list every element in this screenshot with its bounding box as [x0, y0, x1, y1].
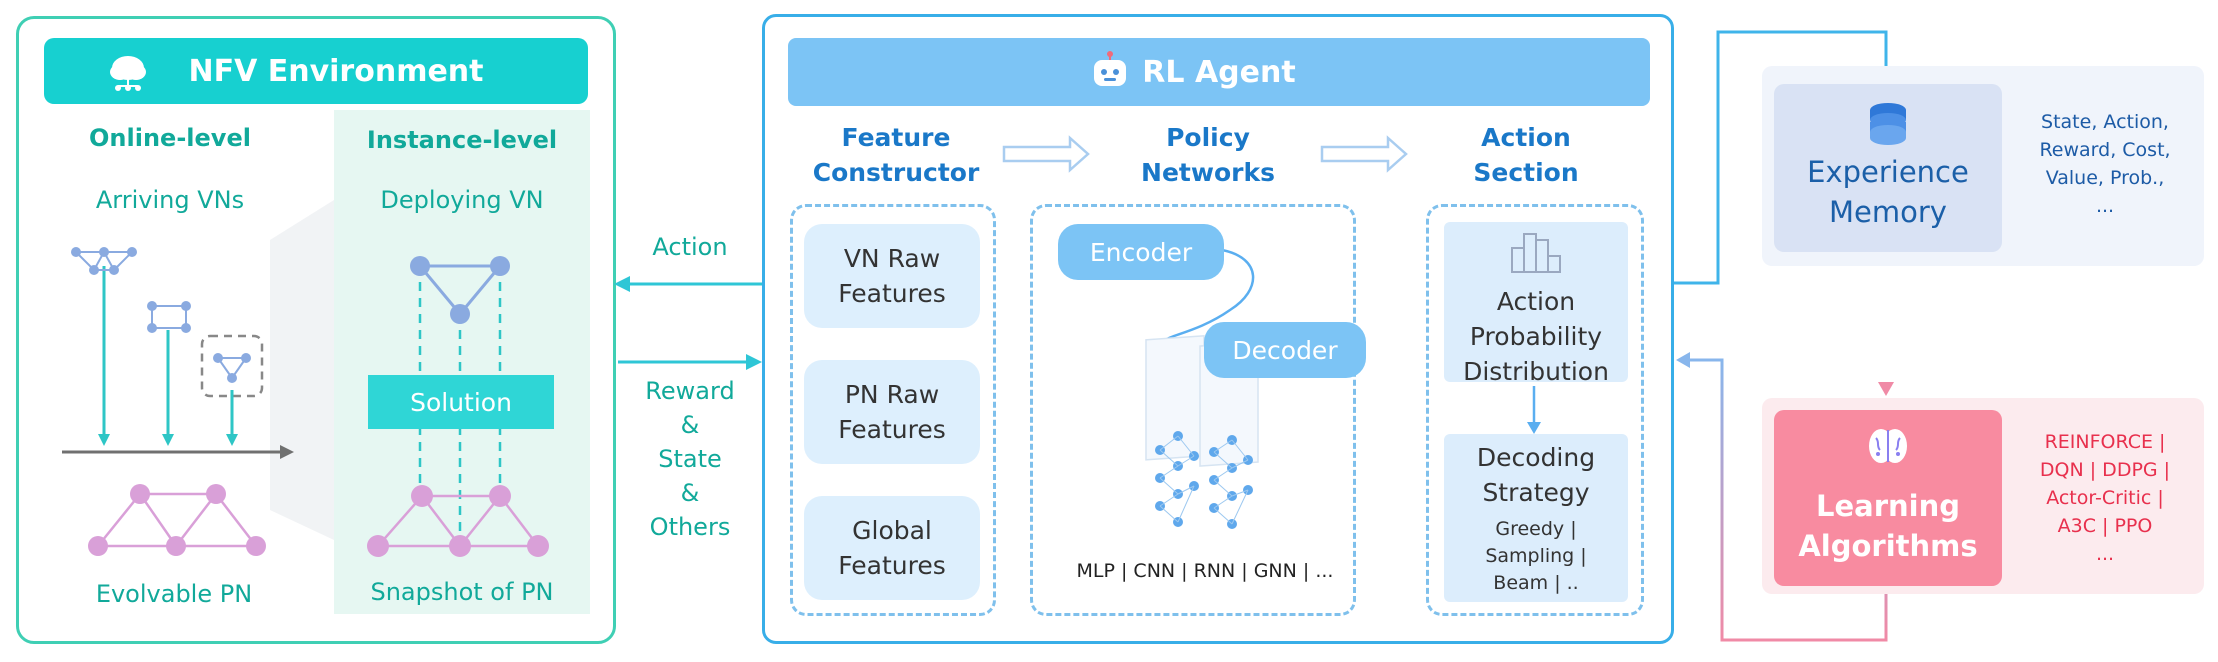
decoder-block: Decoder — [1204, 322, 1366, 378]
learning-title-line-1: Learning — [1815, 489, 1960, 523]
solution-bar: Solution — [368, 375, 554, 429]
snapshot-pn-graph — [367, 485, 549, 557]
learning-algorithm-list: REINFORCE | DQN | DDPG | Actor-Critic | … — [2010, 428, 2200, 568]
algorithm-item: REINFORCE | — [2044, 431, 2166, 453]
encoder-block: Encoder — [1058, 224, 1224, 280]
timeline-arrowhead — [280, 445, 294, 459]
network-types-label: MLP | CNN | RNN | GNN | ... — [1076, 560, 1334, 582]
action-prob-line-1: Action — [1496, 287, 1576, 316]
learning-algorithms-box: Learning Algorithms — [1774, 410, 2002, 586]
algorithm-item: ... — [2095, 543, 2115, 565]
snapshot-pn-label: Snapshot of PN — [370, 578, 554, 606]
experience-memory-box: Experience Memory — [1774, 84, 2002, 252]
nfv-environment-panel — [16, 16, 616, 644]
instance-level-background — [334, 110, 590, 614]
learning-title-line-2: Algorithms — [1798, 529, 1978, 563]
action-prob-line-3: Distribution — [1463, 357, 1609, 386]
ampersand-label-2: & — [680, 479, 700, 507]
algorithm-item: A3C | PPO — [2057, 515, 2153, 537]
memory-item: Reward, Cost, — [2039, 139, 2171, 161]
decoding-option-sampling: Sampling | — [1485, 545, 1587, 567]
memory-contents: State, Action, Reward, Cost, Value, Prob… — [2010, 108, 2200, 220]
online-level-label: Online-level — [89, 124, 251, 152]
evolvable-pn-graph — [88, 484, 266, 556]
state-label: State — [658, 445, 722, 473]
action-label: Action — [652, 233, 728, 261]
nfv-title-text: NFV Environment — [188, 53, 484, 89]
memory-to-learning-arrowhead — [1878, 382, 1894, 396]
others-label: Others — [649, 513, 731, 541]
arriving-vns-label: Arriving VNs — [95, 186, 245, 214]
decoding-option-beam: Beam | .. — [1493, 572, 1579, 594]
decoding-strategy-box: Decoding Strategy Greedy | Sampling | Be… — [1444, 434, 1628, 602]
robot-icon — [1090, 50, 1130, 100]
brain-icon — [1866, 424, 1910, 478]
algorithm-item: DQN | DDPG | — [2039, 459, 2171, 481]
arrow-feature-to-policy — [1002, 135, 1090, 173]
reward-label: Reward — [645, 377, 735, 405]
ampersand-label-1: & — [680, 411, 700, 439]
arriving-vn-1 — [71, 247, 137, 446]
memory-title-line-1: Experience — [1807, 155, 1969, 189]
zoom-funnel-shape — [270, 200, 334, 540]
database-icon — [1868, 102, 1908, 156]
instance-level-label: Instance-level — [366, 126, 558, 154]
bar-chart-icon — [1506, 228, 1566, 283]
memory-title-line-2: Memory — [1829, 195, 1947, 229]
memory-item: ... — [2095, 195, 2115, 217]
deploying-vn-label: Deploying VN — [380, 186, 544, 214]
cloud-network-icon — [106, 50, 150, 100]
arriving-vn-3 — [200, 334, 264, 446]
memory-item: Value, Prob., — [2045, 167, 2165, 189]
action-arrowhead — [614, 276, 630, 292]
evolvable-pn-label: Evolvable PN — [95, 580, 253, 608]
decoding-line-1: Decoding — [1476, 443, 1596, 472]
reward-arrowhead — [746, 354, 762, 370]
action-probability-box: Action Probability Distribution — [1444, 222, 1628, 386]
rl-agent-panel — [762, 14, 1674, 644]
agent-to-memory-connector — [1674, 30, 1888, 285]
arriving-vn-2 — [147, 301, 191, 446]
learning-to-agent-connector — [1688, 358, 1888, 642]
nfv-environment-title: NFV Environment — [44, 38, 588, 104]
algorithm-item: Actor-Critic | — [2046, 487, 2164, 509]
learning-to-agent-arrowhead — [1676, 352, 1690, 368]
decoding-line-2: Strategy — [1482, 478, 1590, 507]
feature-constructor-box — [790, 204, 996, 616]
arrow-policy-to-action — [1320, 135, 1408, 173]
prob-to-decoding-arrowhead — [1527, 422, 1541, 434]
decoding-option-greedy: Greedy | — [1495, 518, 1577, 540]
policy-networks-box — [1030, 204, 1356, 616]
rl-agent-title: RL Agent — [788, 38, 1650, 106]
action-prob-line-2: Probability — [1469, 322, 1603, 351]
rl-agent-title-text: RL Agent — [1142, 54, 1296, 90]
memory-item: State, Action, — [2041, 111, 2169, 133]
action-section-box — [1426, 204, 1644, 616]
